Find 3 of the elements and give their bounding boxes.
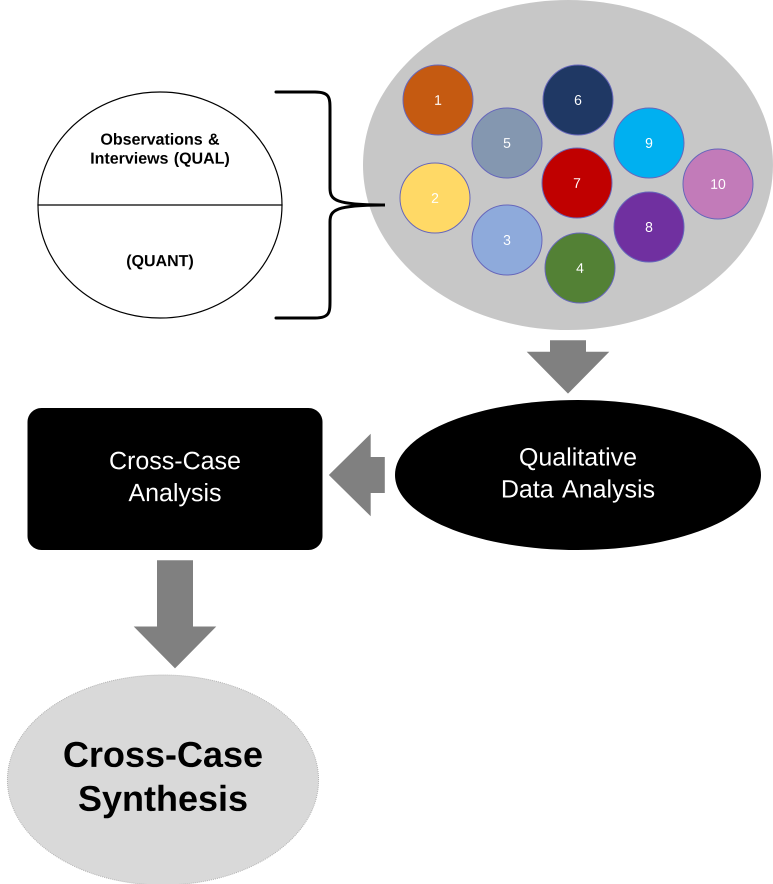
analysis-box: Cross-Case Analysis <box>28 408 322 550</box>
circle-text: (QUANT) <box>127 254 193 270</box>
circle-text: Observations & Interviews (QUAL) <box>91 133 229 167</box>
